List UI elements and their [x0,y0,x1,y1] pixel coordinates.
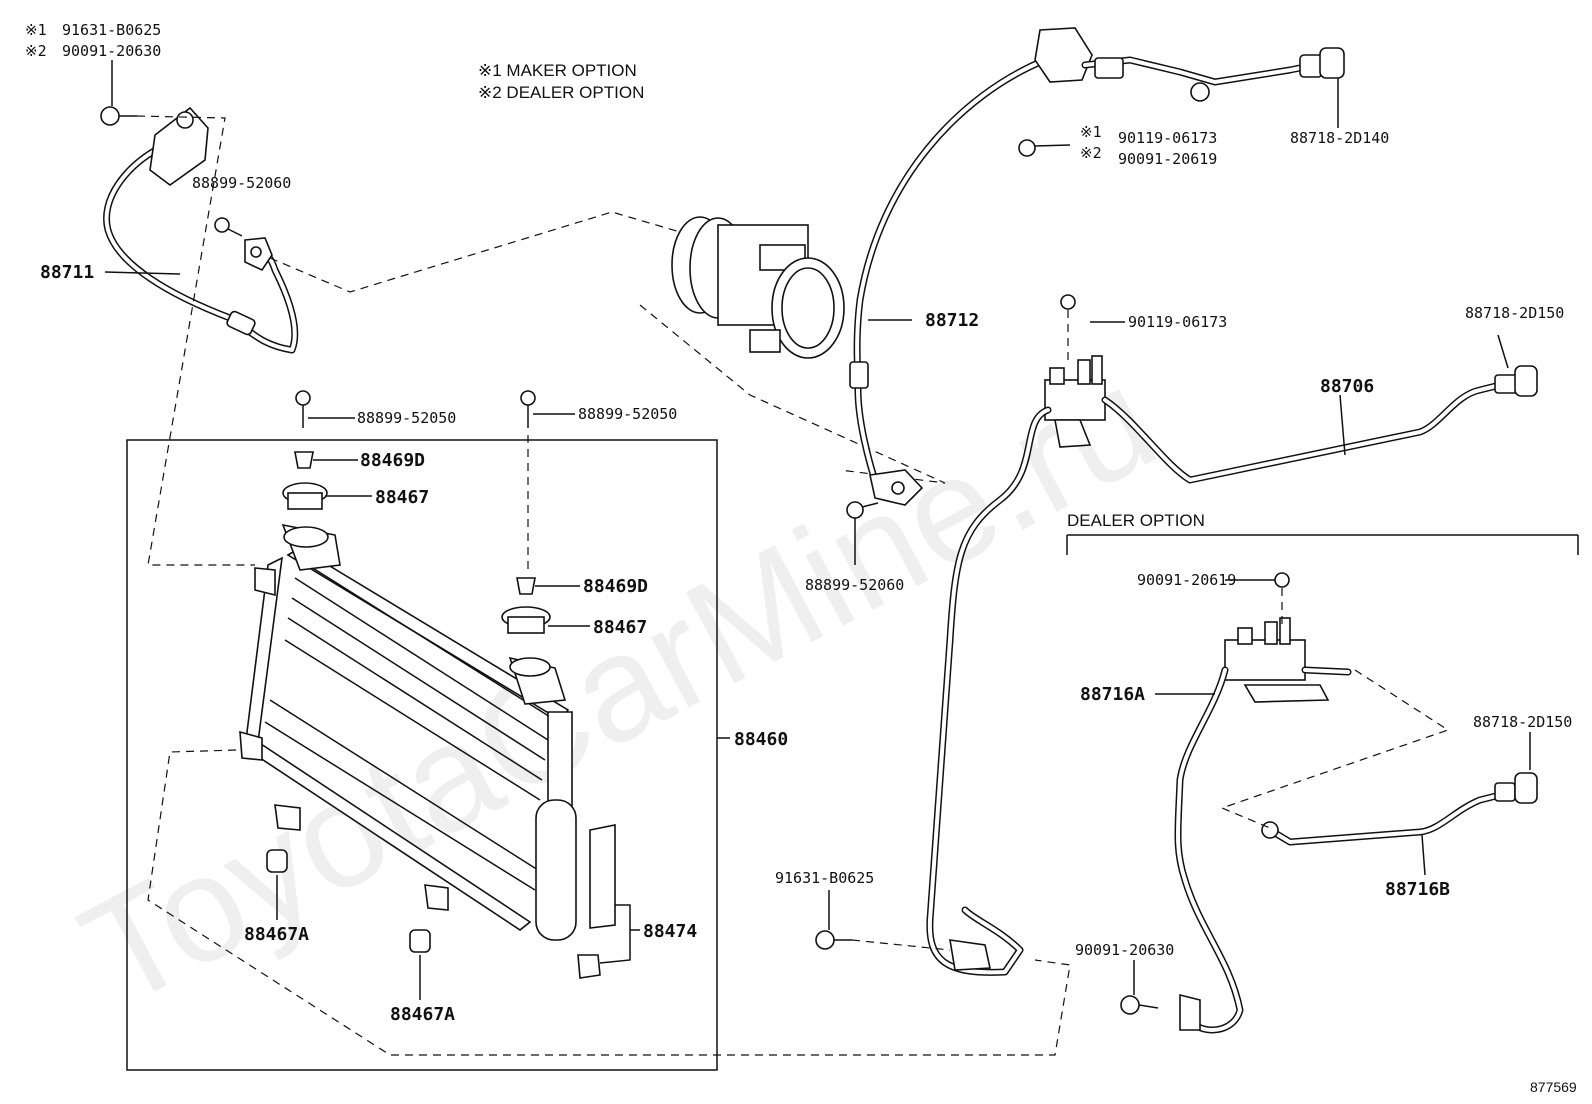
note-dealer-option: ※2 DEALER OPTION [478,83,644,102]
label-88718-2D150-a: 88718-2D150 [1465,304,1564,322]
label-91631-B0625-bottom: 91631-B0625 [775,869,874,887]
label-90091-20619-a: 90091-20619 [1118,150,1217,168]
label-88712: 88712 [925,310,979,331]
label-88711: 88711 [40,262,94,283]
label-88469D-right: 88469D [583,576,648,597]
bolt-88899-52060-top [214,217,243,237]
label-88899-52060-top: 88899-52060 [192,174,291,192]
tube-long-vertical [926,406,1052,976]
cushion-88467A-left [266,849,288,920]
cushion-88467-left [282,482,372,510]
cushion-88467A-right [409,929,431,1000]
hose-88711 [103,106,299,354]
label-88474: 88474 [643,921,697,942]
clip-88474 [577,904,640,979]
label-88718-2D140: 88718-2D140 [1290,129,1389,147]
compressor [639,216,946,484]
condenser-assembly-box [126,439,718,1071]
tube-88706 [1101,365,1538,484]
bolt-91631-B0625-bottom [815,890,951,951]
condenser-88460 [239,523,616,941]
label-90091-20630-bottom: 90091-20630 [1075,941,1174,959]
cap-88469D-right [516,577,580,595]
label-90091-20630: 90091-20630 [62,42,161,60]
label-91631-B0625: 91631-B0625 [62,21,161,39]
tube-88716A [1174,666,1244,1034]
figure-id: 877569 [1530,1079,1577,1095]
hose-88712 [849,27,1345,506]
label-88469D-left: 88469D [360,450,425,471]
label-88718-2D150-b: 88718-2D150 [1473,713,1572,731]
label-90091-20619-b: 90091-20619 [1137,571,1236,589]
label-mark-1: ※1 [25,21,47,39]
label-88467A-left: 88467A [244,924,309,945]
cap-88469D-left [294,451,358,469]
label-mark-1-b: ※1 [1080,123,1102,141]
label-88467A-right: 88467A [390,1004,455,1025]
bolt-90091-20630-bottom [1120,960,1159,1015]
label-88467-right: 88467 [593,617,647,638]
label-90119-06173-b: 90119-06173 [1128,313,1227,331]
label-mark-2-b: ※2 [1080,144,1102,162]
dealer-option-heading: DEALER OPTION [1067,511,1205,530]
tube-88716B [1261,772,1538,846]
dealer-block-88716A [1224,572,1352,703]
expansion-block [1044,294,1106,448]
note-maker-option: ※1 MAKER OPTION [478,61,637,80]
cushion-88467-right [501,606,590,634]
bolt-88899-52050-right [520,390,575,572]
label-88899-52050-right: 88899-52050 [578,405,677,423]
label-88899-52060-lower: 88899-52060 [805,576,904,594]
label-mark-2: ※2 [25,42,47,60]
label-88899-52050-left: 88899-52050 [357,409,456,427]
label-88716A: 88716A [1080,684,1145,705]
bolt-91631-B0625-top [100,106,137,126]
label-88706: 88706 [1320,376,1374,397]
bolt-90119-06173-top [1018,139,1071,157]
label-90119-06173-a: 90119-06173 [1118,129,1217,147]
label-88467-left: 88467 [375,487,429,508]
label-88716B: 88716B [1385,879,1450,900]
label-88460: 88460 [734,729,788,750]
bolt-88899-52050-left [295,390,355,428]
